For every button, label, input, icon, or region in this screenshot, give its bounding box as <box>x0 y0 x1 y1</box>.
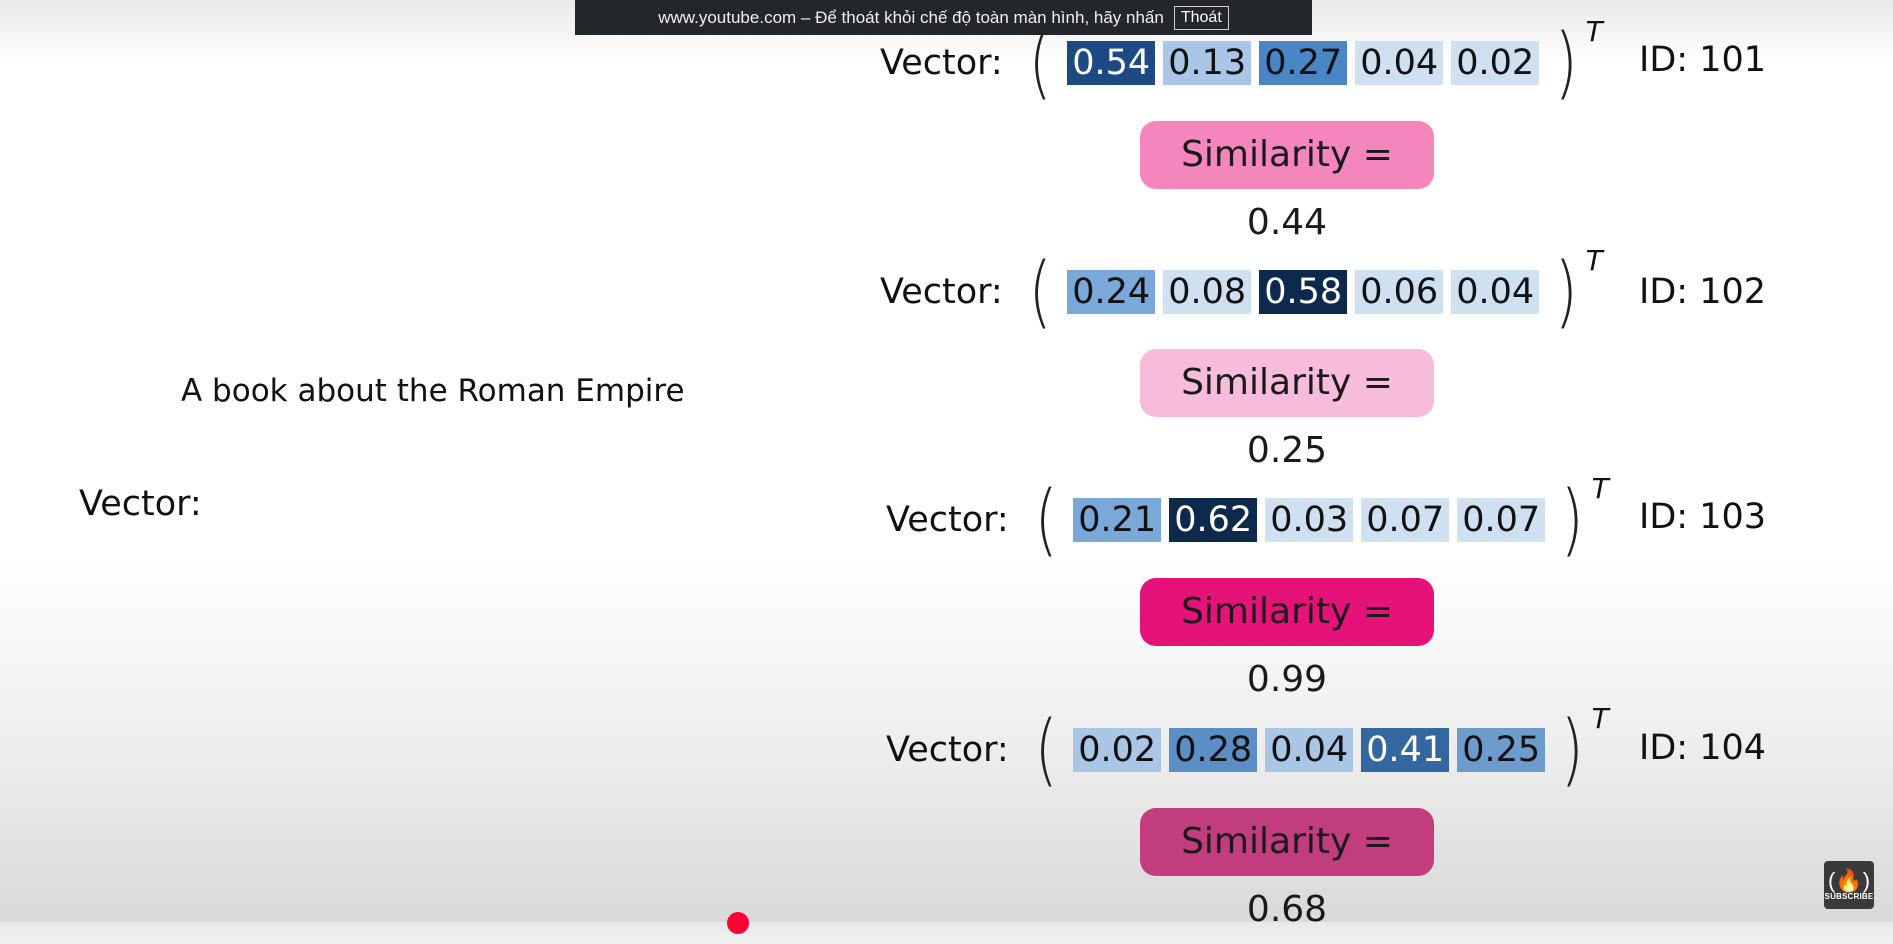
vector-label: Vector: <box>886 730 1009 770</box>
result-vector-row: Vector: ( 0.02 0.28 0.04 0.41 0.25 ) T <box>886 702 1609 790</box>
vector-cells: 0.21 0.62 0.03 0.07 0.07 <box>1073 498 1546 542</box>
similarity-badge: Similarity = 0.44 <box>1140 121 1434 243</box>
close-paren: ) <box>1560 705 1584 795</box>
vector-cell: 0.13 <box>1163 41 1252 85</box>
vector-cell: 0.28 <box>1169 728 1258 772</box>
result-vector-row: Vector: ( 0.54 0.13 0.27 0.04 0.02 ) T <box>880 15 1603 103</box>
subscribe-label: SUBSCRIBE <box>1824 891 1874 901</box>
vector-cell: 0.21 <box>1073 498 1162 542</box>
vector-id: ID: 101 <box>1639 40 1766 80</box>
transpose-mark: T <box>1585 14 1603 48</box>
freecodecamp-fire-icon: (🔥) <box>1827 867 1871 893</box>
similarity-badge: Similarity = 0.68 <box>1140 808 1434 930</box>
close-paren: ) <box>1554 18 1578 108</box>
vector-cell: 0.04 <box>1265 728 1354 772</box>
vector-label: Vector: <box>880 272 1003 312</box>
open-paren: ( <box>1034 475 1058 565</box>
vector-cell: 0.58 <box>1259 270 1348 314</box>
transpose-mark: T <box>1591 701 1609 735</box>
vector-cell: 0.25 <box>1457 728 1546 772</box>
vector-cell: 0.07 <box>1361 498 1450 542</box>
fullscreen-notice-text: www.youtube.com – Để thoát khỏi chế độ t… <box>658 7 1164 27</box>
exit-fullscreen-button[interactable]: Thoát <box>1173 5 1229 30</box>
vector-cell: 0.27 <box>1259 41 1348 85</box>
query-vector-label: Vector: <box>79 484 202 524</box>
vector-cells: 0.02 0.28 0.04 0.41 0.25 <box>1073 728 1546 772</box>
vector-id: ID: 102 <box>1639 272 1766 312</box>
vector-cell: 0.04 <box>1451 270 1540 314</box>
vector-label: Vector: <box>886 500 1009 540</box>
open-paren: ( <box>1028 18 1052 108</box>
result-vector-row: Vector: ( 0.21 0.62 0.03 0.07 0.07 ) T <box>886 472 1609 560</box>
transpose-mark: T <box>1591 471 1609 505</box>
result-vector-row: Vector: ( 0.24 0.08 0.58 0.06 0.04 ) T <box>880 244 1603 332</box>
query-text: A book about the Roman Empire <box>181 373 685 409</box>
vector-id: ID: 104 <box>1639 728 1766 768</box>
similarity-badge: Similarity = 0.25 <box>1140 349 1434 471</box>
close-paren: ) <box>1560 475 1584 565</box>
fullscreen-notice-banner: www.youtube.com – Để thoát khỏi chế độ t… <box>575 0 1312 35</box>
close-paren: ) <box>1554 247 1578 337</box>
vector-cells: 0.54 0.13 0.27 0.04 0.02 <box>1067 41 1540 85</box>
vector-cell: 0.02 <box>1073 728 1162 772</box>
open-paren: ( <box>1034 705 1058 795</box>
vector-cell: 0.24 <box>1067 270 1156 314</box>
vector-id: ID: 103 <box>1639 497 1766 537</box>
video-progress-scrubber[interactable] <box>727 912 749 934</box>
vector-cell: 0.04 <box>1355 41 1444 85</box>
vector-cell: 0.07 <box>1457 498 1546 542</box>
open-paren: ( <box>1028 247 1052 337</box>
vector-label: Vector: <box>880 43 1003 83</box>
vector-cell: 0.06 <box>1355 270 1444 314</box>
similarity-badge: Similarity = 0.99 <box>1140 578 1434 700</box>
vector-cells: 0.24 0.08 0.58 0.06 0.04 <box>1067 270 1540 314</box>
transpose-mark: T <box>1585 243 1603 277</box>
vector-cell: 0.02 <box>1451 41 1540 85</box>
subscribe-watermark[interactable]: (🔥) SUBSCRIBE <box>1824 861 1874 909</box>
vector-cell: 0.03 <box>1265 498 1354 542</box>
vector-cell: 0.54 <box>1067 41 1156 85</box>
vector-cell: 0.41 <box>1361 728 1450 772</box>
vector-cell: 0.62 <box>1169 498 1258 542</box>
vector-cell: 0.08 <box>1163 270 1252 314</box>
